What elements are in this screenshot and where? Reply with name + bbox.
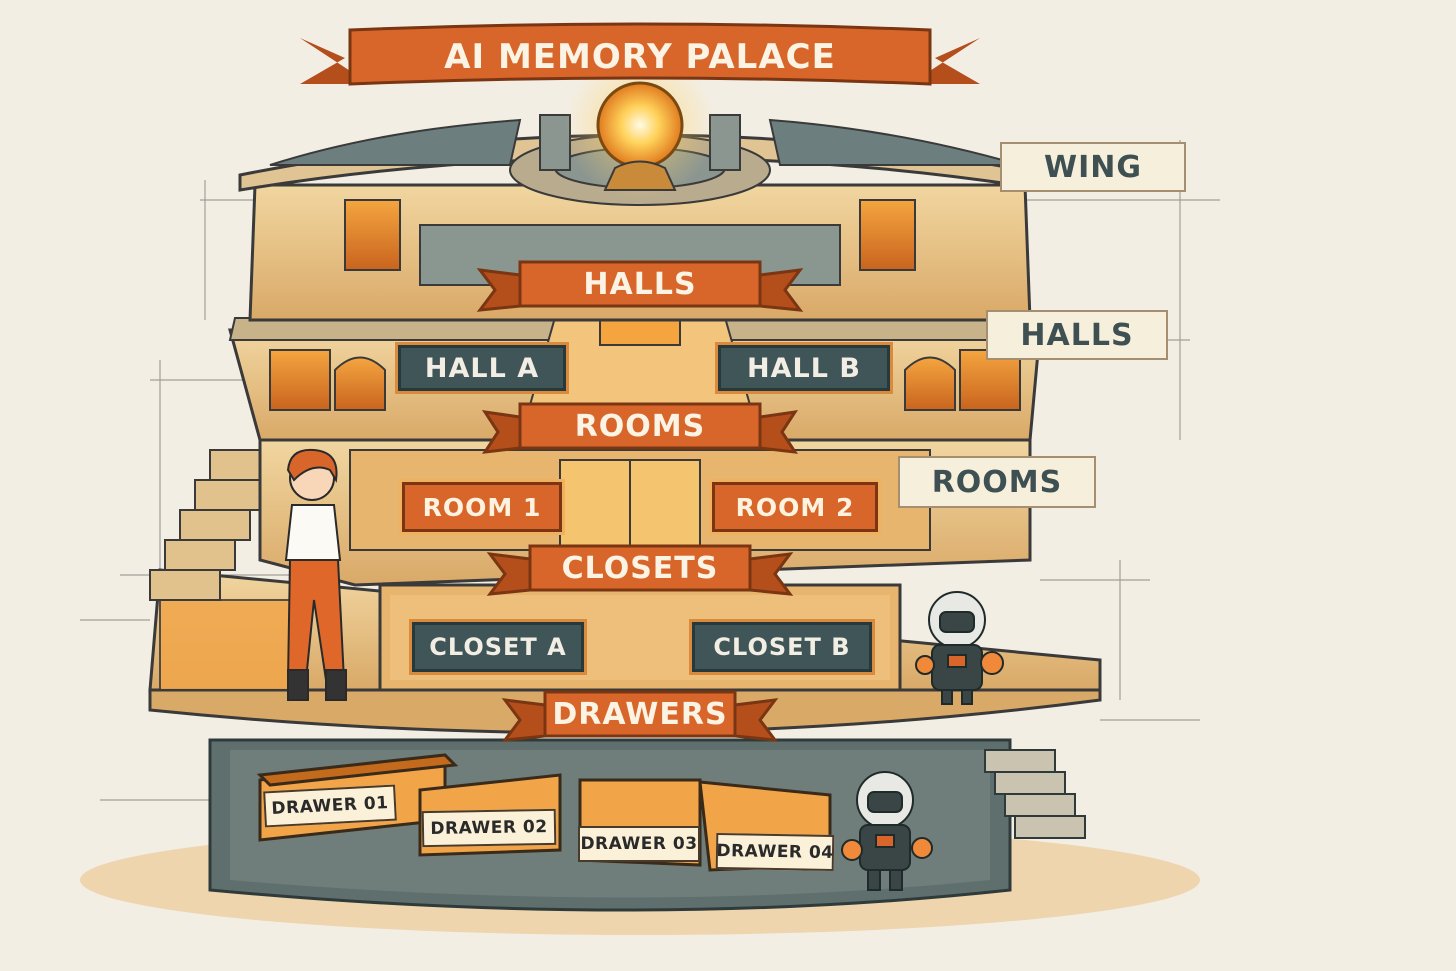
closet-b-sign: CLOSET B bbox=[692, 622, 872, 672]
room-1-sign: ROOM 1 bbox=[402, 482, 562, 532]
level-banner-shapes bbox=[476, 260, 804, 742]
closet-a-sign: CLOSET A bbox=[412, 622, 584, 672]
halls-banner: HALLS bbox=[583, 266, 697, 302]
drawer-01-label: DRAWER 01 bbox=[263, 784, 397, 828]
halls-side-label: HALLS bbox=[986, 310, 1168, 360]
robot-figure bbox=[841, 771, 933, 891]
hall-b-sign: HALL B bbox=[718, 345, 890, 391]
wing-side-label: WING bbox=[1000, 142, 1186, 192]
rooms-side-label: ROOMS bbox=[898, 456, 1096, 508]
glowing-orb bbox=[565, 50, 715, 200]
drawer-04-label: DRAWER 04 bbox=[715, 832, 835, 872]
drawer-02-label: DRAWER 02 bbox=[421, 808, 557, 848]
left-staircase bbox=[149, 449, 301, 691]
room-2-sign: ROOM 2 bbox=[712, 482, 878, 532]
woman-figure bbox=[284, 448, 347, 701]
drawers-banner: DRAWERS bbox=[552, 696, 728, 732]
drawer-03-label: DRAWER 03 bbox=[578, 826, 700, 862]
robot-figure bbox=[915, 591, 1004, 705]
title-ribbon-shape bbox=[300, 22, 980, 86]
closets-banner: CLOSETS bbox=[561, 550, 719, 586]
hall-a-sign: HALL A bbox=[398, 345, 566, 391]
title-ribbon: AI MEMORY PALACE bbox=[444, 37, 836, 77]
rooms-banner: ROOMS bbox=[574, 408, 706, 444]
